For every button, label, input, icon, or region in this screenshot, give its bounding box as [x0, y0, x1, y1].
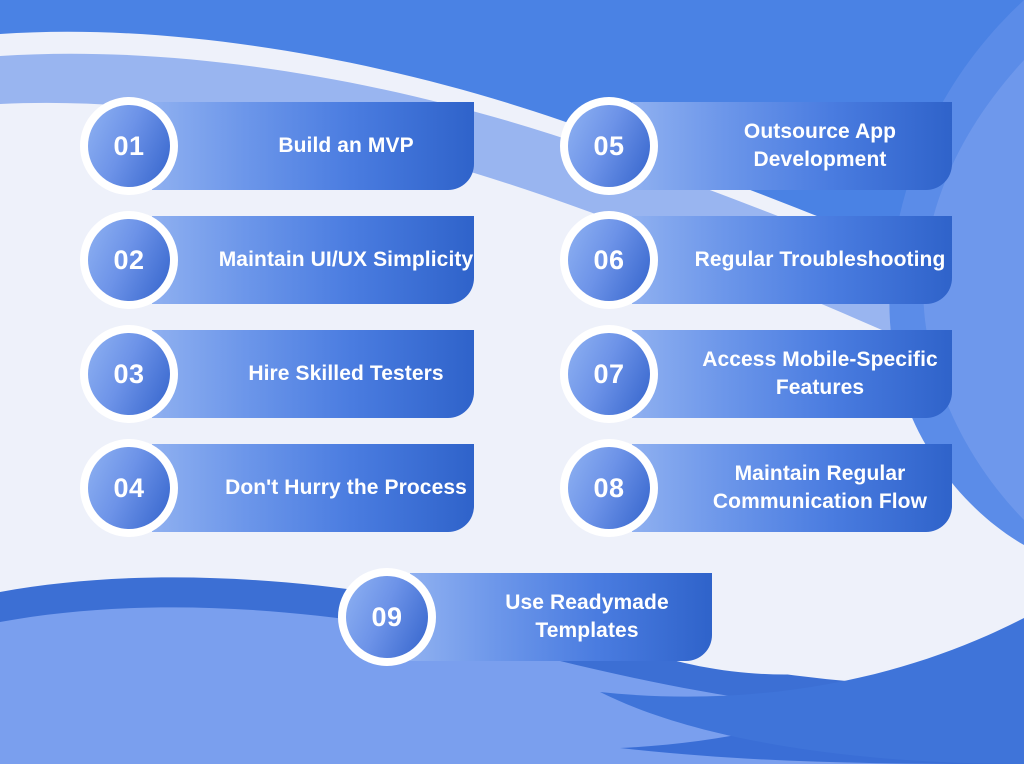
step-number: 05	[593, 130, 625, 161]
step-card-label: Hire Skilled Testers	[248, 362, 444, 386]
step-card-bar	[632, 330, 952, 418]
step-card-bar	[152, 102, 474, 190]
step-badge: 03	[88, 333, 170, 415]
step-card-bar	[152, 330, 474, 418]
step-number: 02	[113, 244, 145, 275]
step-card-bar	[152, 216, 474, 304]
step-badge: 04	[88, 447, 170, 529]
step-badge: 05	[568, 105, 650, 187]
step-badge: 02	[88, 219, 170, 301]
step-card-bar	[152, 444, 474, 532]
step-card-bar	[632, 444, 952, 532]
step-card-label: Maintain UI/UX Simplicity	[218, 248, 474, 272]
step-card-bar	[632, 216, 952, 304]
step-badge: 01	[88, 105, 170, 187]
step-number: 08	[593, 472, 625, 503]
step-card-label: Maintain Regular Communication Flow	[712, 462, 928, 513]
step-card-label: Use Readymade Templates	[505, 591, 669, 642]
step-card-bar	[632, 102, 952, 190]
step-number: 09	[371, 601, 403, 632]
step-card-label: Build an MVP	[278, 134, 414, 158]
step-badge: 09	[346, 576, 428, 658]
step-number: 03	[113, 358, 145, 389]
step-badge: 07	[568, 333, 650, 415]
step-number: 07	[593, 358, 625, 389]
step-number: 04	[113, 472, 145, 503]
step-number: 06	[593, 244, 625, 275]
step-card-label: Outsource App Development	[743, 120, 897, 171]
step-badge: 06	[568, 219, 650, 301]
step-badge: 08	[568, 447, 650, 529]
step-card-label: Access Mobile-Specific Features	[702, 348, 938, 399]
step-number: 01	[113, 130, 145, 161]
step-card-label: Don't Hurry the Process	[225, 476, 467, 500]
step-card-bar	[410, 573, 712, 661]
step-card-label: Regular Troubleshooting	[694, 248, 946, 272]
